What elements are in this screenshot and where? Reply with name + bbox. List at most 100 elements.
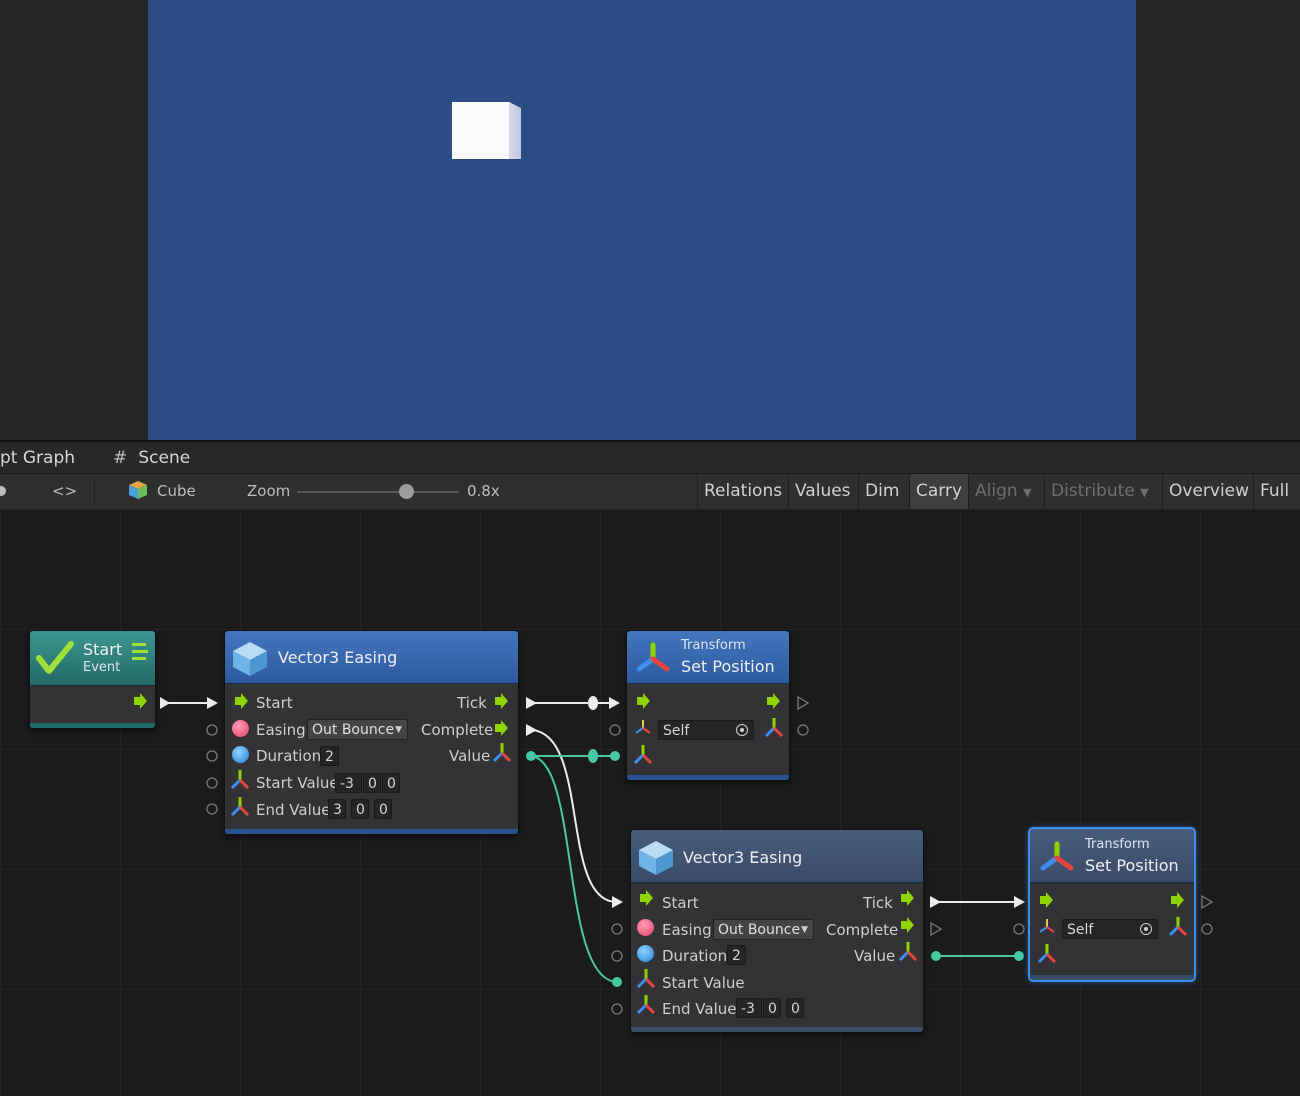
end-value-x-field[interactable]: -3 <box>736 998 762 1018</box>
flow-connection <box>531 729 617 903</box>
node-subtitle: Event <box>83 660 121 675</box>
value-port-dot <box>612 977 622 987</box>
flow-arrowhead <box>612 896 623 908</box>
node-footer <box>627 775 789 780</box>
input-port <box>1013 923 1025 935</box>
align-dropdown[interactable]: Align ▼ <box>968 474 1044 509</box>
connection-midpoint <box>588 696 598 710</box>
duration-icon <box>637 945 654 962</box>
flow-arrowhead <box>526 697 537 709</box>
duration-field[interactable]: 2 <box>727 945 746 965</box>
end-value-y-field[interactable]: 0 <box>351 799 369 819</box>
start-value-label: Start Value <box>662 974 745 992</box>
overview-button[interactable]: Overview <box>1162 474 1253 509</box>
dot-icon[interactable] <box>0 486 6 496</box>
value-port-label: Value <box>854 947 896 965</box>
chevron-down-icon: ▼ <box>1023 486 1032 499</box>
start-value-x-field[interactable]: -3 <box>335 773 362 793</box>
flow-arrow-icon <box>637 693 650 709</box>
game-view-area <box>0 0 1300 440</box>
cube-icon <box>233 642 267 676</box>
tick-port-label: Tick <box>457 694 487 712</box>
end-value-label: End Value <box>662 1000 737 1018</box>
easing-label: Easing <box>662 921 712 939</box>
flow-bars-icon <box>132 643 148 660</box>
end-value-z-field[interactable]: 0 <box>786 998 804 1018</box>
output-port <box>797 724 809 736</box>
axis-icon <box>633 745 653 765</box>
start-value-z-field[interactable]: 0 <box>382 773 400 793</box>
node-title: Vector3 Easing <box>278 648 398 667</box>
distribute-dropdown[interactable]: Distribute ▼ <box>1044 474 1162 509</box>
end-value-x-field[interactable]: 3 <box>328 799 346 819</box>
carry-button[interactable]: Carry <box>909 474 968 509</box>
end-value-y-field[interactable]: 0 <box>763 998 781 1018</box>
flow-arrow-icon <box>640 890 653 906</box>
vector3-easing-node-1[interactable]: Vector3 Easing Start Tick Easing Out Bou… <box>225 631 518 834</box>
input-port <box>611 950 623 962</box>
zoom-slider-track[interactable] <box>297 491 459 493</box>
axis-icon <box>898 942 918 962</box>
zoom-value: 0.8x <box>467 482 500 500</box>
node-title: Set Position <box>681 657 775 676</box>
axis-icon <box>636 995 656 1015</box>
dim-button[interactable]: Dim <box>858 474 909 509</box>
zoom-slider-handle[interactable] <box>399 484 414 499</box>
graph-object-field[interactable]: Cube <box>157 482 196 500</box>
cube-icon <box>639 841 673 875</box>
set-position-node-2[interactable]: Transform Set Position Self <box>1030 829 1194 980</box>
start-value-label: Start Value <box>256 774 339 792</box>
output-flow-port <box>797 695 810 711</box>
input-port <box>206 777 218 789</box>
transform-target-field[interactable]: Self <box>658 720 754 740</box>
node-footer <box>225 829 518 834</box>
tab-scene[interactable]: # Scene <box>113 448 190 468</box>
tab-scene-label: Scene <box>138 448 191 468</box>
flow-arrowhead <box>160 697 170 709</box>
flow-arrowhead <box>609 697 620 709</box>
object-picker-icon[interactable] <box>1140 923 1152 935</box>
easing-dropdown[interactable]: Out Bounce ▼ <box>307 719 408 740</box>
chevron-down-icon: ▼ <box>801 925 808 935</box>
flow-arrow-icon <box>1040 892 1053 908</box>
fullscreen-button[interactable]: Full S <box>1253 474 1300 509</box>
editor-tab-bar: pt Graph # Scene <box>0 440 1300 475</box>
vector3-easing-node-2[interactable]: Vector3 Easing Start Tick Easing Out Bou… <box>631 830 923 1032</box>
node-footer <box>1030 975 1194 980</box>
duration-label: Duration <box>662 947 728 965</box>
duration-field[interactable]: 2 <box>320 746 339 766</box>
target-value: Self <box>1067 922 1094 938</box>
flow-arrow-icon <box>134 693 147 709</box>
code-toggle-button[interactable]: <> <box>52 482 78 500</box>
axis-icon <box>230 770 250 790</box>
set-position-node-1[interactable]: Transform Set Position Self <box>627 631 789 780</box>
node-icons <box>1037 841 1188 964</box>
node-category: Transform <box>681 638 746 653</box>
object-picker-icon[interactable] <box>736 724 748 736</box>
axis-icon <box>636 969 656 989</box>
chevron-down-icon: ▼ <box>395 725 402 735</box>
cube-icon <box>127 479 149 501</box>
flow-arrow-icon <box>1171 892 1184 908</box>
cube-side-face <box>509 102 521 159</box>
graph-canvas[interactable] <box>0 509 1300 1096</box>
game-viewport[interactable] <box>148 0 1136 440</box>
value-connection <box>530 755 618 983</box>
duration-icon <box>232 746 249 763</box>
value-port-dot <box>931 951 941 961</box>
start-value-y-field[interactable]: 0 <box>363 773 381 793</box>
output-port <box>1201 923 1213 935</box>
values-button[interactable]: Values <box>788 474 858 509</box>
relations-button[interactable]: Relations <box>697 474 788 509</box>
start-port-label: Start <box>662 894 699 912</box>
value-port-label: Value <box>449 747 491 765</box>
tab-script-graph[interactable]: pt Graph <box>0 448 76 468</box>
start-event-node[interactable]: Start Event <box>30 631 155 728</box>
easing-dropdown[interactable]: Out Bounce ▼ <box>713 919 814 940</box>
axis-icon <box>230 797 250 817</box>
divider <box>94 478 95 505</box>
easing-dropdown-value: Out Bounce <box>718 922 801 938</box>
end-value-z-field[interactable]: 0 <box>374 799 392 819</box>
transform-target-field[interactable]: Self <box>1062 919 1158 939</box>
node-header <box>631 830 923 883</box>
